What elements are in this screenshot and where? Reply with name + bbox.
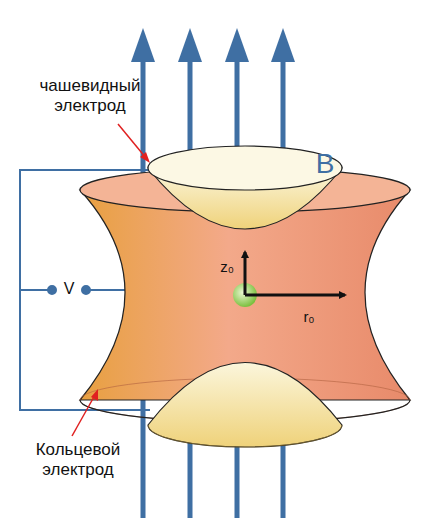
electrode-label: Кольцевой электрод <box>8 440 148 479</box>
leader-lines <box>72 124 150 436</box>
axis-label: r₀ <box>296 308 322 325</box>
z-axis-arrow <box>244 252 247 295</box>
endcap-electrode-bottom <box>148 363 342 447</box>
electrode-label: чашевидный электрод <box>20 76 160 115</box>
r-axis-arrow <box>245 294 345 297</box>
axis-label: z₀ <box>214 258 240 275</box>
field-label: B <box>305 148 345 180</box>
endcap-electrode-top <box>148 146 342 229</box>
voltage-label: V <box>58 280 80 298</box>
